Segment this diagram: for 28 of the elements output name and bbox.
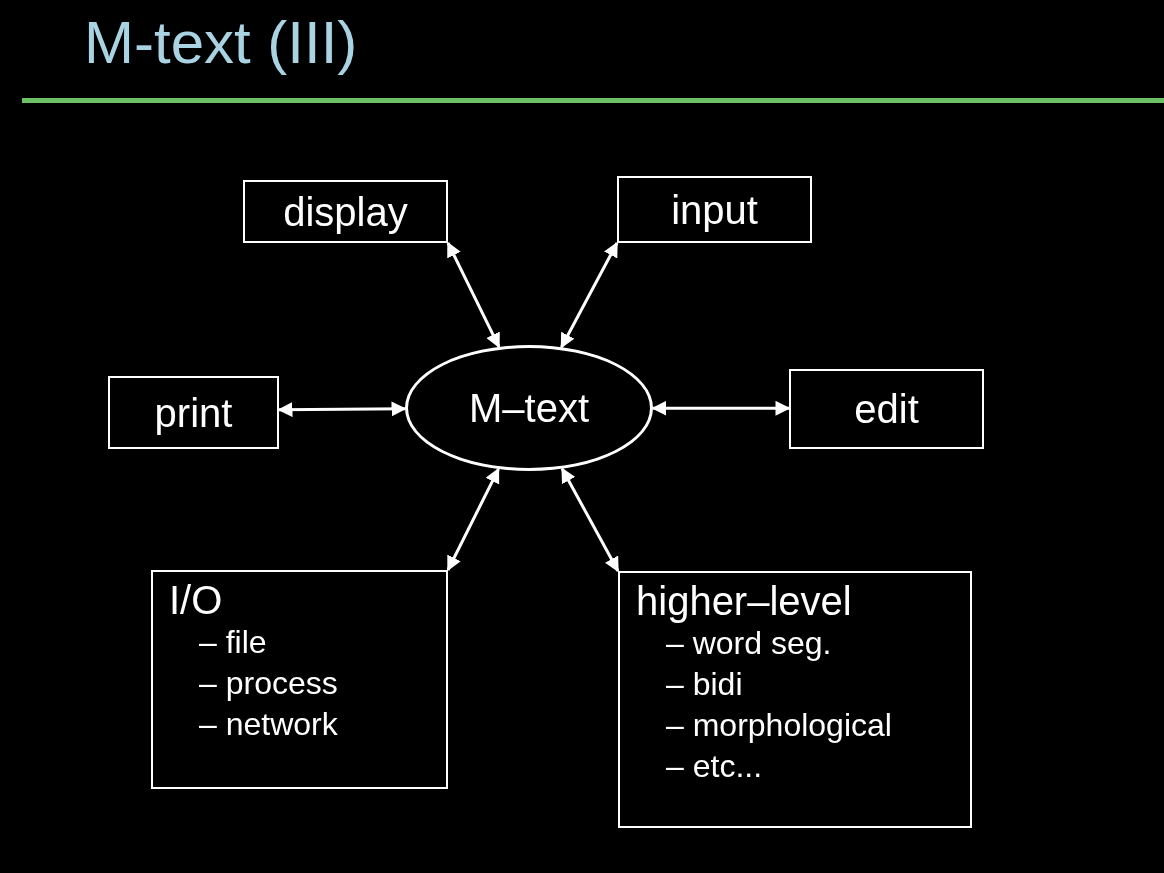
double-arrow: [446, 241, 501, 349]
process-box: [108, 376, 279, 449]
double-arrow: [277, 401, 407, 418]
process-box: [618, 571, 972, 828]
double-arrow: [446, 467, 500, 572]
list-item: – morphological: [666, 705, 892, 745]
box-label: input: [671, 187, 758, 232]
list-item: – network: [199, 704, 338, 744]
box-heading: higher–level: [636, 579, 852, 623]
box-label: print: [154, 390, 233, 435]
list-item: – etc...: [666, 746, 763, 786]
list-item: – bidi: [666, 664, 743, 704]
slide-title: M-text (III): [84, 8, 358, 77]
process-box: [243, 180, 448, 243]
list-item: – process: [199, 663, 338, 703]
list-item: – word seg.: [666, 624, 832, 663]
double-arrow: [560, 241, 619, 349]
box-label: display: [283, 189, 408, 234]
box-label: edit: [854, 387, 919, 431]
double-arrow: [560, 467, 620, 573]
list-item: – file: [199, 623, 267, 662]
box-label: M–text: [468, 386, 589, 430]
box-heading: I/O: [169, 578, 223, 622]
process-box: [617, 176, 812, 243]
double-arrow: [651, 400, 791, 416]
process-box: [789, 369, 984, 449]
process-box: [151, 570, 448, 789]
ellipse-node: [405, 345, 653, 471]
